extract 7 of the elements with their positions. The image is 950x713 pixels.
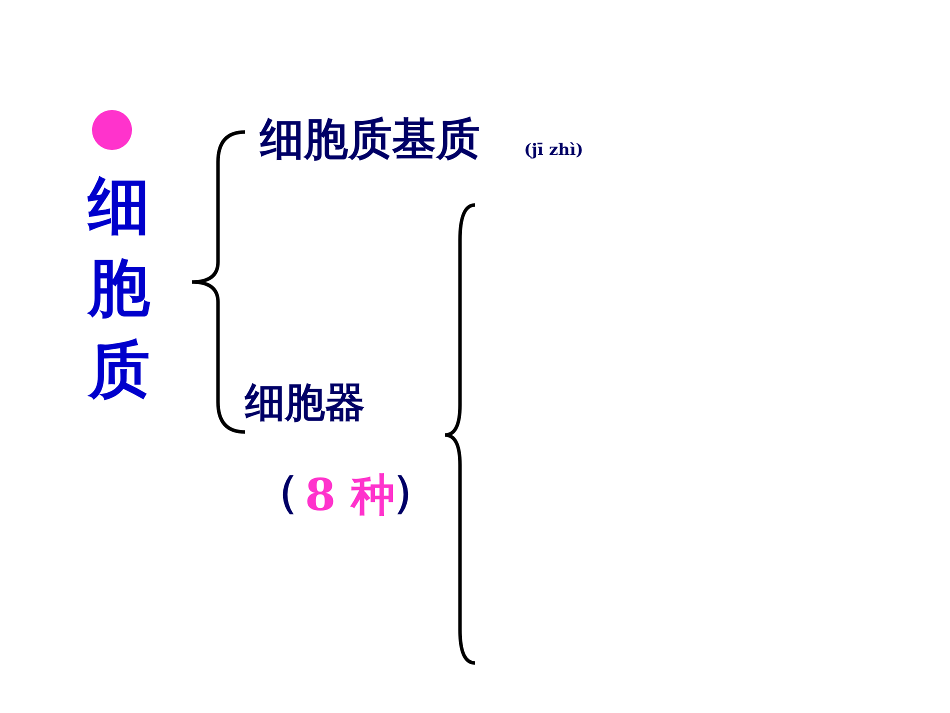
- term-text: 细胞器: [245, 378, 365, 428]
- term-text: 细胞质基质: [260, 113, 480, 167]
- count-text: 8 种: [305, 469, 395, 523]
- vertical-heading: 细胞质: [88, 168, 152, 408]
- pinyin-text: (jī zhì): [524, 140, 584, 159]
- bracket-text: ）: [392, 465, 436, 519]
- bracket-text: （: [255, 465, 299, 519]
